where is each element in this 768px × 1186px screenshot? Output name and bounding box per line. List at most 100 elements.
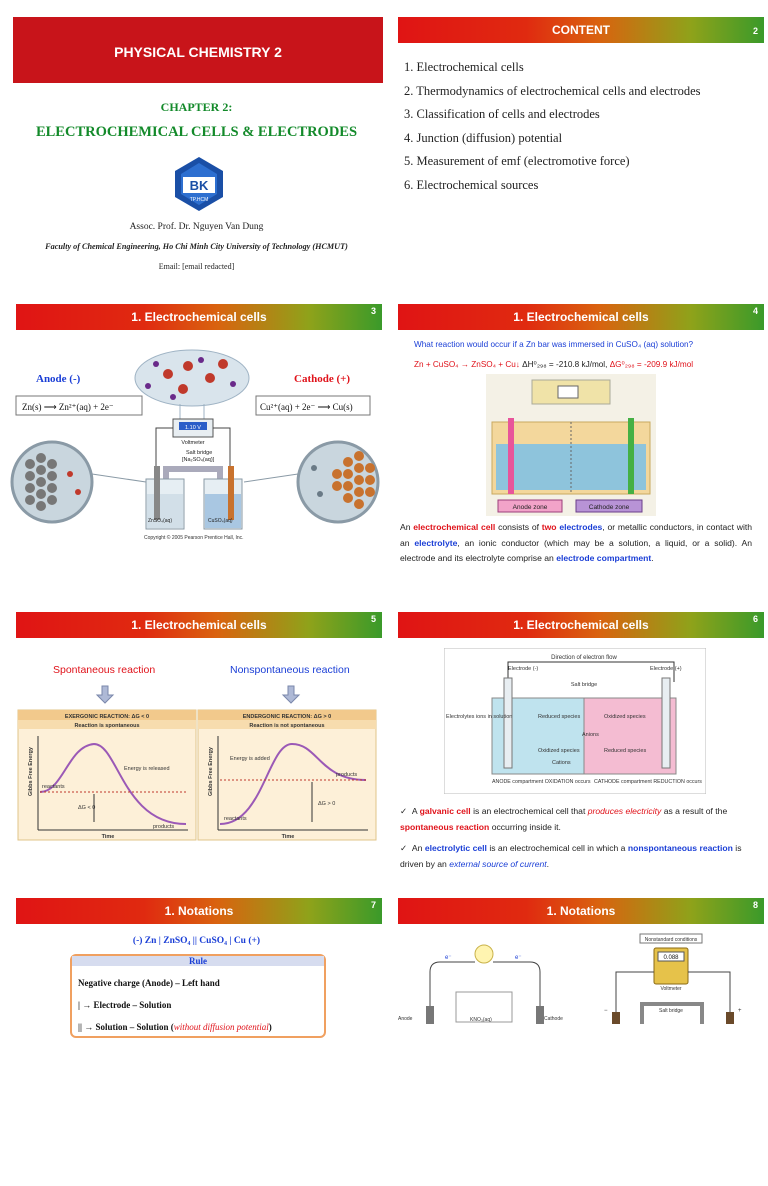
galvanic-bullet: ✓ A galvanic cell is an electrochemical … [400,806,728,832]
salt-bridge-label: Salt bridge [659,1008,683,1014]
rule-box: Rule Negative charge (Anode) – Left hand… [70,954,326,1038]
electrolysis-cell-diagram: Direction of electron flow Electrode (-)… [444,648,706,794]
slide-header: 1. Notations 8 [398,898,764,924]
voltmeter-reading: 0.088 [663,955,679,961]
definition-paragraph: An electrochemical cell consists of two … [400,522,753,563]
energy-released: Energy is released [124,766,170,772]
reactants-label: reactants [42,784,65,790]
rule-1: Negative charge (Anode) – Left hand [78,978,220,988]
chapter-label: CHAPTER 2: [160,100,233,114]
x-axis-label: Time [102,834,115,840]
slide-header: 1. Electrochemical cells 5 [16,612,382,638]
cathode-zone-label: Cathode zone [589,504,630,511]
electrode-plus-label: Electrode (+) [650,666,682,672]
logo-text: BK [190,178,209,193]
reduced-species-left: Reduced species [538,714,580,720]
header-text: 1. Electrochemical cells [131,618,267,632]
rule-title: Rule [72,956,324,966]
electron-flow-label: Direction of electron flow [551,655,617,661]
lightbulb-icon [474,944,494,964]
cathode-compartment-label: CATHODE compartment REDUCTION occurs [594,779,702,785]
svg-text:+: + [738,1008,742,1014]
slide-8: 1. Notations 8 e⁻ e⁻ KNO₃(aq) Anode Cath… [390,898,767,1186]
anode-label: Anode (-) [36,373,81,385]
content-item: 1. Electrochemical cells [404,60,524,74]
voltmeter-label: Voltmeter [660,986,681,992]
header-text: CONTENT [552,23,610,37]
header-text: 1. Electrochemical cells [513,618,649,632]
chapter-title: ELECTROCHEMICAL CELLS & ELECTRODES [35,124,358,140]
electrolytic-bullet: ✓ An electrolytic cell is an electrochem… [400,843,742,869]
cathode-label: Cathode (+) [294,373,350,385]
down-arrow-icon [95,685,115,704]
y-axis-label: Gibbs Free Energy [208,746,214,796]
content-item: 5. Measurement of emf (electromotive for… [404,154,630,168]
header-text: 1. Notations [164,904,234,918]
slide-header: 1. Electrochemical cells 6 [398,612,764,638]
notation-cell-images: e⁻ e⁻ KNO₃(aq) Anode Cathode Nonstandard… [398,933,742,1024]
down-arrow-icon [281,685,301,704]
anode-label: Anode [398,1016,413,1022]
faculty: Faculty of Chemical Engineering, Ho Chi … [45,242,348,251]
slide-number: 8 [752,900,758,910]
content-item: 4. Junction (diffusion) potential [404,130,563,145]
cathode-equation: Cu²⁺(aq) + 2e⁻ ⟶ Cu(s) [260,402,353,412]
anions-label: Anions [582,732,599,738]
anode-compartment-label: ANODE compartment OXIDATION occurs [492,779,591,785]
slide-number: 5 [370,614,376,624]
nonspontaneous-label: Nonspontaneous reaction [230,664,350,676]
reactants-label: reactants [224,816,247,822]
exergonic-subtitle: Reaction is spontaneous [74,723,139,729]
slide-5: 1. Electrochemical cells 5 Spontaneous r… [8,612,385,900]
header-text: 1. Electrochemical cells [513,310,649,324]
endergonic-title: ENDERGONIC REACTION: ΔG > 0 [243,714,331,720]
energy-added: Energy is added [230,756,270,762]
gibbs: ΔG⁰₂₉₈ = -209.9 kJ/mol [609,360,694,369]
reduced-species-right: Reduced species [604,748,646,754]
slide-header: CONTENT 2 [398,17,764,43]
content-item: 3. Classification of cells and electrode… [404,107,600,121]
cathode-label: Cathode [544,1016,563,1022]
content-list: 1. Electrochemical cells 2. Thermodynami… [404,60,701,201]
slide-number: 2 [752,26,758,36]
salt-bridge-formula: [Na₂SO₄(aq)] [182,457,215,463]
slide-6: 1. Electrochemical cells 6 Direction of … [390,612,767,900]
reaction: Zn + CuSO₄ → ZnSO₄ + Cu↓ [414,360,520,369]
svg-text:−: − [604,1008,608,1014]
salt-bridge-label: Salt bridge [186,450,212,456]
electrolytes-label: Electrolytes ions in solution [446,714,512,720]
dg-negative: ΔG < 0 [78,805,95,811]
y-axis-label: Gibbs Free Energy [28,746,34,796]
cell-notation: (-) Zn | ZnSO₄ || CuSO₄ | Cu (+) [132,936,261,946]
header-text: 1. Notations [546,904,616,918]
question: What reaction would occur if a Zn bar wa… [414,340,694,349]
slide-2: CONTENT 2 1. Electrochemical cells 2. Th… [390,14,767,302]
slide-number: 6 [752,614,758,624]
x-axis-label: Time [282,834,295,840]
content-item: 6. Electrochemical sources [404,177,539,192]
endergonic-subtitle: Reaction is not spontaneous [249,723,324,729]
slide-number: 4 [752,306,758,316]
slide-1: PHYSICAL CHEMISTRY 2 CHAPTER 2: ELECTROC… [8,14,385,302]
exergonic-title: EXERGONIC REACTION: ΔG < 0 [65,714,149,720]
anode-equation: Zn(s) ⟶ Zn²⁺(aq) + 2e⁻ [22,402,114,412]
svg-text:e⁻: e⁻ [445,955,452,961]
content-item: 2. Thermodynamics of electrochemical cel… [404,83,701,98]
electrode-minus-label: Electrode (-) [508,666,538,672]
products-label: products [336,772,357,778]
energy-diagrams: EXERGONIC REACTION: ΔG < 0 Reaction is s… [17,685,377,841]
slide-header: 1. Electrochemical cells 4 [398,304,764,330]
nonstandard-label: Nonstandard conditions [645,937,698,943]
enthalpy: ΔH⁰₂₉₈ = -210.8 kJ/mol, [522,360,608,369]
slide-header: 1. Electrochemical cells 3 [16,304,382,330]
kno3-label: KNO₃(aq) [470,1017,492,1023]
cell-diagram: Anode zone Cathode zone [486,374,656,516]
anode-zone-label: Anode zone [513,504,548,511]
university-logo-icon: BK TP.HCM [175,157,223,211]
logo-subtext: TP.HCM [190,197,209,203]
voltmeter-reading: 1.10 V [185,425,201,431]
voltmeter-label: Voltmeter [181,440,204,446]
slide-title: PHYSICAL CHEMISTRY 2 [13,17,383,83]
header-text: 1. Electrochemical cells [131,310,267,324]
author: Assoc. Prof. Dr. Nguyen Van Dung [129,222,264,232]
